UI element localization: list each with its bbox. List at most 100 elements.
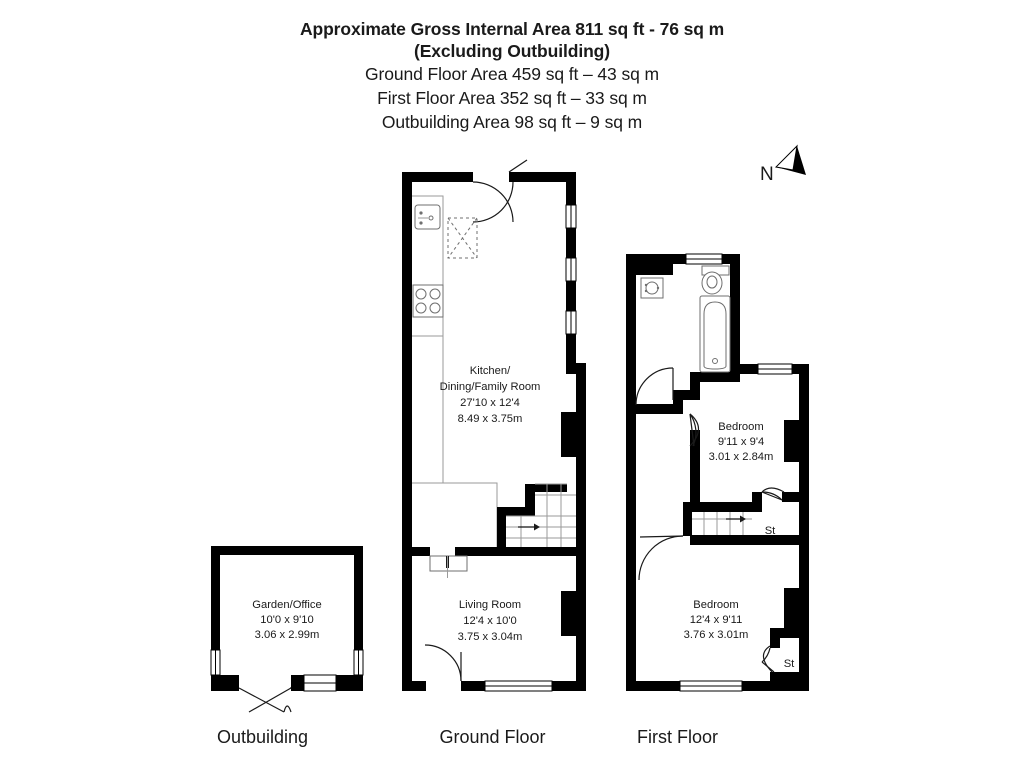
outbuilding-window-bottom	[303, 674, 337, 692]
kitchen-name-line2: Dining/Family Room	[440, 381, 541, 393]
living-room-fireplace-icon	[429, 555, 468, 578]
outbuilding-dims-metric: 3.06 x 2.99m	[255, 629, 320, 641]
first-window-upper-right	[757, 363, 793, 375]
ground-wall-top-left	[402, 172, 459, 182]
bedroom1-label: Bedroom 9'11 x 9'4 3.01 x 2.84m	[709, 421, 774, 463]
first-wall-left	[626, 254, 636, 691]
first-wall-st-upper-bottom	[690, 535, 762, 545]
dining-table-icon	[447, 217, 478, 259]
first-window-top	[685, 253, 723, 265]
stair-wall-upper	[525, 484, 535, 511]
bathroom-basin-icon	[640, 277, 664, 299]
page-title-line2: (Excluding Outbuilding)	[413, 41, 610, 61]
first-wall-st-upper-top	[782, 492, 809, 502]
bedroom2-dims-imperial: 12'4 x 9'11	[690, 614, 743, 626]
bathroom-bath-icon	[699, 295, 731, 373]
ground-entry-door-icon	[472, 159, 528, 223]
bedroom2-dims-metric: 3.76 x 3.01m	[684, 629, 749, 641]
ground-wall-bottom-left	[402, 681, 426, 691]
first-wall-landing-d	[636, 404, 683, 414]
outbuilding-dims-imperial: 10'0 x 9'10	[260, 614, 313, 626]
bedroom1-dims-metric: 3.01 x 2.84m	[709, 451, 774, 463]
first-wall-bottom-left	[626, 681, 680, 691]
first-floor-area-text: First Floor Area 352 sq ft – 33 sq m	[377, 88, 647, 108]
first-wall-st-upper-left-b	[752, 492, 762, 512]
ground-wall-right-lower	[576, 363, 586, 691]
bedroom1-dims-imperial: 9'11 x 9'4	[718, 436, 764, 448]
stair-direction-arrow-icon	[518, 523, 540, 531]
first-st-lower-door-icon	[761, 645, 775, 673]
page-title-line1: Approximate Gross Internal Area 811 sq f…	[299, 19, 725, 39]
outbuilding-wall-bottom-left	[211, 675, 239, 691]
first-chimney-breast-upper	[784, 420, 799, 462]
first-bathroom-door-icon	[635, 367, 674, 406]
compass-arrow-light-icon	[774, 144, 798, 171]
first-wall-bathroom-right	[730, 254, 740, 372]
kitchen-dims-imperial: 27'10 x 12'4	[460, 397, 520, 409]
ground-chimney-breast	[561, 412, 576, 457]
caption-first-floor: First Floor	[637, 727, 718, 747]
first-bedroom1-door-icon	[689, 413, 700, 447]
ground-chimney-breast-lower	[561, 591, 576, 636]
storage-upper-label: St	[765, 525, 776, 537]
outbuilding-window-right	[353, 649, 364, 676]
bedroom1-name: Bedroom	[718, 421, 763, 433]
first-wall-bedroom1-left	[690, 430, 700, 512]
ground-wall-top-right	[509, 172, 576, 182]
first-wall-landing-b	[673, 390, 700, 400]
outbuilding-wall-right	[354, 546, 363, 650]
outbuilding-wall-left	[211, 546, 220, 650]
bedroom2-label: Bedroom 12'4 x 9'11 3.76 x 3.01m	[684, 599, 749, 641]
first-wall-landing-a	[690, 372, 700, 400]
first-wall-landing-c	[673, 390, 683, 414]
first-floor-plan: Bedroom 9'11 x 9'4 3.01 x 2.84m Bedroom …	[626, 253, 809, 692]
kitchen-hob-icon	[412, 284, 444, 318]
first-wall-bathroom-bottom	[690, 372, 740, 382]
stair-wall-upper-top	[525, 484, 567, 492]
ground-partition-left	[402, 547, 430, 556]
first-wall-bottom-right	[742, 681, 809, 691]
ground-wall-left	[402, 172, 412, 691]
outbuilding-wall-bottom-mid	[291, 675, 304, 691]
ground-wall-bottom-midleft	[461, 681, 485, 691]
living-room-name: Living Room	[459, 599, 521, 611]
outbuilding-area-text: Outbuilding Area 98 sq ft – 9 sq m	[381, 112, 643, 132]
compass-north-label: N	[760, 164, 774, 185]
ground-front-door-icon	[424, 644, 462, 682]
first-staircase	[683, 502, 752, 536]
first-chimney-breast-lower	[784, 588, 799, 628]
first-wall-bedroom1-bottom	[690, 502, 752, 512]
ground-wall-bottom-right	[552, 681, 586, 691]
outbuilding-plan: Garden/Office 10'0 x 9'10 3.06 x 2.99m	[210, 546, 364, 713]
bathroom-toilet-icon	[701, 265, 730, 295]
ground-window-right-1	[565, 204, 577, 229]
outbuilding-french-doors-icon	[238, 687, 292, 713]
outbuilding-wall-top	[211, 546, 363, 555]
living-room-label: Living Room 12'4 x 10'0 3.75 x 3.04m	[458, 599, 523, 643]
caption-ground-floor: Ground Floor	[439, 727, 546, 747]
first-stair-direction-arrow-icon	[726, 515, 746, 523]
first-bedroom2-door-icon	[638, 535, 684, 581]
kitchen-room-label: Kitchen/ Dining/Family Room 27'10 x 12'4…	[440, 365, 541, 425]
first-wall-st-upper-bottom-b	[752, 535, 809, 545]
kitchen-sink-icon	[414, 204, 441, 230]
living-room-dims-imperial: 12'4 x 10'0	[463, 615, 516, 627]
ground-window-right-3	[565, 310, 577, 335]
compass-rose: N	[760, 144, 806, 185]
ground-staircase	[497, 483, 576, 547]
first-wall-st-lower-top	[770, 628, 800, 638]
first-st-upper-door-icon	[761, 487, 785, 501]
ground-window-bottom	[484, 680, 553, 692]
ground-floor-area-text: Ground Floor Area 459 sq ft – 43 sq m	[365, 64, 659, 84]
ground-floor-plan: Kitchen/ Dining/Family Room 27'10 x 12'4…	[402, 159, 586, 692]
outbuilding-room-label: Garden/Office 10'0 x 9'10 3.06 x 2.99m	[252, 599, 321, 641]
first-stair-wall	[683, 502, 692, 536]
kitchen-dims-metric: 8.49 x 3.75m	[458, 413, 523, 425]
kitchen-name-line1: Kitchen/	[470, 365, 511, 377]
outbuilding-room-name: Garden/Office	[252, 599, 321, 611]
ground-wall-right-b	[566, 228, 576, 258]
bedroom2-name: Bedroom	[693, 599, 738, 611]
first-wall-right	[799, 364, 809, 691]
